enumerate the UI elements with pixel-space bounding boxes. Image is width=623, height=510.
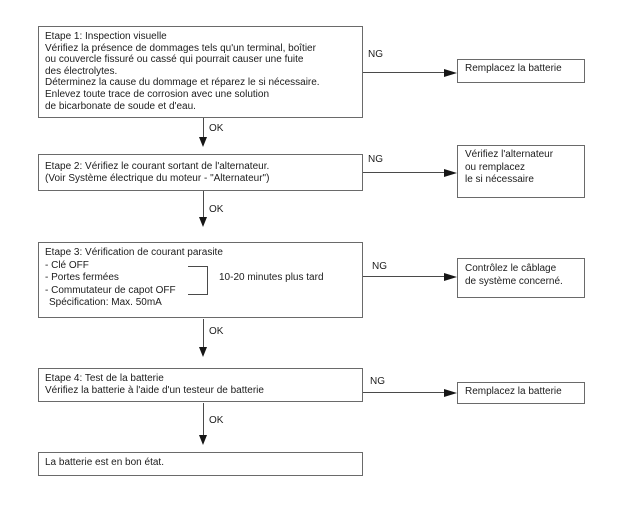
ng-action-3-line: Contrôlez le câblage xyxy=(465,263,557,274)
step-3-line: Etape 3: Vérification de courant parasit… xyxy=(45,247,223,258)
ng-action-2-line: le si nécessaire xyxy=(465,174,534,186)
step-3-box: Etape 3: Vérification de courant parasit… xyxy=(38,242,363,318)
ok-arrow-2 xyxy=(203,191,204,218)
ng-action-4-line: Remplacez la batterie xyxy=(465,386,562,397)
ng-arrow-1 xyxy=(363,72,446,73)
ng-action-box-3: Contrôlez le câblage de système concerné… xyxy=(457,258,585,298)
step-4-box: Etape 4: Test de la batterie Vérifiez la… xyxy=(38,368,363,402)
ng-label-3: NG xyxy=(372,261,387,272)
ok-label-2: OK xyxy=(209,204,224,215)
ng-label-4: NG xyxy=(370,376,385,387)
arrowhead-down-icon xyxy=(199,217,207,227)
ng-action-2-line: ou remplacez xyxy=(465,161,526,173)
step-1-line: ou couvercle fissuré ou cassé qui pourra… xyxy=(45,54,304,66)
arrowhead-right-icon xyxy=(444,389,457,397)
ng-arrow-4 xyxy=(363,392,446,393)
bracket-note: 10-20 minutes plus tard xyxy=(219,272,324,283)
step-3-line: Spécification: Max. 50mA xyxy=(49,297,162,308)
step-2-box: Etape 2: Vérifiez le courant sortant de … xyxy=(38,154,363,191)
step-1-box: Etape 1: Inspection visuelle Vérifiez la… xyxy=(38,26,363,118)
ng-action-box-2: Vérifiez l'alternateur ou remplacez le s… xyxy=(457,145,585,198)
step-1-line: Vérifiez la présence de dommages tels qu… xyxy=(45,42,316,54)
ng-action-box-4: Remplacez la batterie xyxy=(457,382,585,404)
step-3-line: - Portes fermées xyxy=(45,272,119,283)
step-4-line: Vérifiez la batterie à l'aide d'un teste… xyxy=(45,384,264,396)
arrowhead-down-icon xyxy=(199,347,207,357)
result-box: La batterie est en bon état. xyxy=(38,452,363,476)
ng-label-1: NG xyxy=(368,49,383,60)
step-4-line: Etape 4: Test de la batterie xyxy=(45,373,164,384)
step-1-line: Enlevez toute trace de corrosion avec un… xyxy=(45,88,270,100)
arrowhead-down-icon xyxy=(199,435,207,445)
ng-action-box-1: Remplacez la batterie xyxy=(457,59,585,83)
arrowhead-right-icon xyxy=(444,69,457,77)
grouping-bracket xyxy=(188,266,208,295)
step-3-line: - Commutateur de capot OFF xyxy=(45,284,176,296)
ng-label-2: NG xyxy=(368,154,383,165)
step-1-line: des électrolytes. xyxy=(45,65,118,77)
arrowhead-right-icon xyxy=(444,273,457,281)
arrowhead-down-icon xyxy=(199,137,207,147)
result-text: La batterie est en bon état. xyxy=(45,457,164,468)
ok-arrow-4 xyxy=(203,403,204,436)
ok-arrow-3 xyxy=(203,319,204,348)
ng-arrow-3 xyxy=(363,276,446,277)
ng-action-1-line: Remplacez la batterie xyxy=(465,63,562,74)
ok-label-4: OK xyxy=(209,415,224,426)
ng-action-2-line: Vérifiez l'alternateur xyxy=(465,149,554,160)
step-3-line: - Clé OFF xyxy=(45,259,89,271)
step-1-line: Déterminez la cause du dommage et répare… xyxy=(45,77,320,89)
step-2-line: (Voir Système électrique du moteur - "Al… xyxy=(45,172,270,184)
ok-label-3: OK xyxy=(209,326,224,337)
ng-action-3-line: de système concerné. xyxy=(465,275,563,287)
step-2-line: Etape 2: Vérifiez le courant sortant de … xyxy=(45,161,270,172)
ng-arrow-2 xyxy=(363,172,446,173)
ok-label-1: OK xyxy=(209,123,224,134)
step-1-line: Etape 1: Inspection visuelle xyxy=(45,31,167,42)
arrowhead-right-icon xyxy=(444,169,457,177)
ok-arrow-1 xyxy=(203,118,204,138)
step-1-line: de bicarbonate de soude et d'eau. xyxy=(45,100,196,112)
